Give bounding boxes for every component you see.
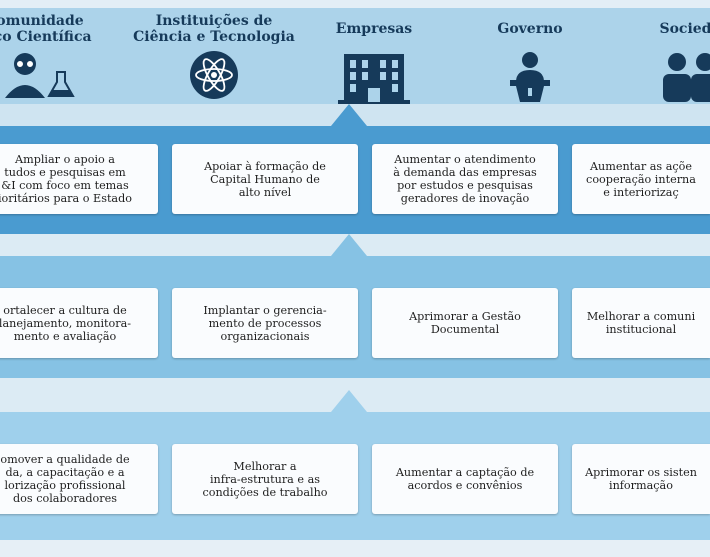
scientist-icon	[5, 53, 75, 98]
objective-text: Aumentar as açõe	[589, 159, 693, 173]
objective-text: infra-estrutura e as	[209, 472, 320, 486]
atom-icon	[190, 51, 238, 99]
stakeholder-label-line1: Empresas	[335, 21, 413, 37]
objective-text: informação	[609, 479, 673, 492]
objective-text: mento e avaliação	[13, 329, 117, 343]
objective-text: lorização profissional	[4, 479, 126, 492]
objective-text: condições de trabalho	[202, 485, 328, 499]
objective-text: lanejamento, monitora-	[0, 316, 132, 330]
arrow-up-icon	[331, 234, 367, 256]
objective-text: Aprimorar a Gestão	[409, 310, 521, 323]
stakeholder-comunidade-cientifica: omunidadeico Científica	[0, 12, 140, 100]
objective-text: Documental	[430, 323, 500, 336]
objective-text: e interiorizaç	[603, 185, 679, 199]
stakeholder-label-line1: Governo	[497, 21, 563, 37]
stakeholder-label-line2: ico Científica	[0, 29, 92, 45]
arrow-up-icon	[331, 104, 367, 126]
objective-text: omover a qualidade de	[0, 453, 130, 466]
objective-text: Ampliar o apoio a	[15, 153, 115, 166]
stakeholder-label-line1: omunidade	[0, 13, 84, 29]
objective-text: Capital Humano de	[210, 172, 320, 186]
objective-text: alto nível	[238, 185, 292, 199]
objective-text: Aprimorar os sisten	[585, 466, 697, 479]
stakeholder-sociedade: Socieda	[590, 12, 710, 104]
objective-text: Apoiar à formação de	[204, 159, 326, 173]
stakeholder-label-line1: Instituições de	[155, 13, 273, 29]
stakeholder-label-line1: Socieda	[659, 21, 710, 37]
objective-text: acordos e convênios	[407, 479, 523, 492]
objective-text: Aumentar o atendimento	[394, 153, 536, 166]
objective-text: organizacionais	[220, 329, 310, 343]
objective-text: Melhorar a	[233, 459, 297, 473]
objective-text: da, a capacitação e a	[5, 466, 125, 479]
objective-text: mento de processos	[208, 316, 322, 330]
people-icon	[663, 53, 710, 102]
stakeholder-label-line2: Ciência e Tecnologia	[133, 29, 295, 45]
bottom-band	[0, 540, 710, 557]
building-icon	[338, 54, 410, 104]
objective-text: &I com foco em temas	[1, 179, 129, 192]
stakeholder-empresas: Empresas	[274, 12, 474, 104]
stakeholder-governo: Governo	[430, 12, 630, 104]
speaker-podium-icon	[510, 52, 550, 102]
objective-text: institucional	[605, 323, 677, 336]
objective-text: Aumentar a captação de	[395, 466, 535, 479]
objective-text: geradores de inovação	[400, 192, 530, 205]
objective-text: ortalecer a cultura de	[3, 303, 127, 317]
objective-text: ioritários para o Estado	[0, 192, 133, 205]
objective-text: à demanda das empresas	[393, 166, 537, 179]
objective-text: Melhorar a comuni	[586, 310, 696, 323]
objective-text: dos colaboradores	[13, 492, 117, 505]
objective-text: por estudos e pesquisas	[397, 179, 533, 192]
objective-text: tudos e pesquisas em	[4, 166, 126, 179]
arrow-up-icon	[331, 390, 367, 412]
objective-text: Implantar o gerencia-	[203, 303, 327, 317]
objective-text: cooperação interna	[586, 172, 696, 186]
